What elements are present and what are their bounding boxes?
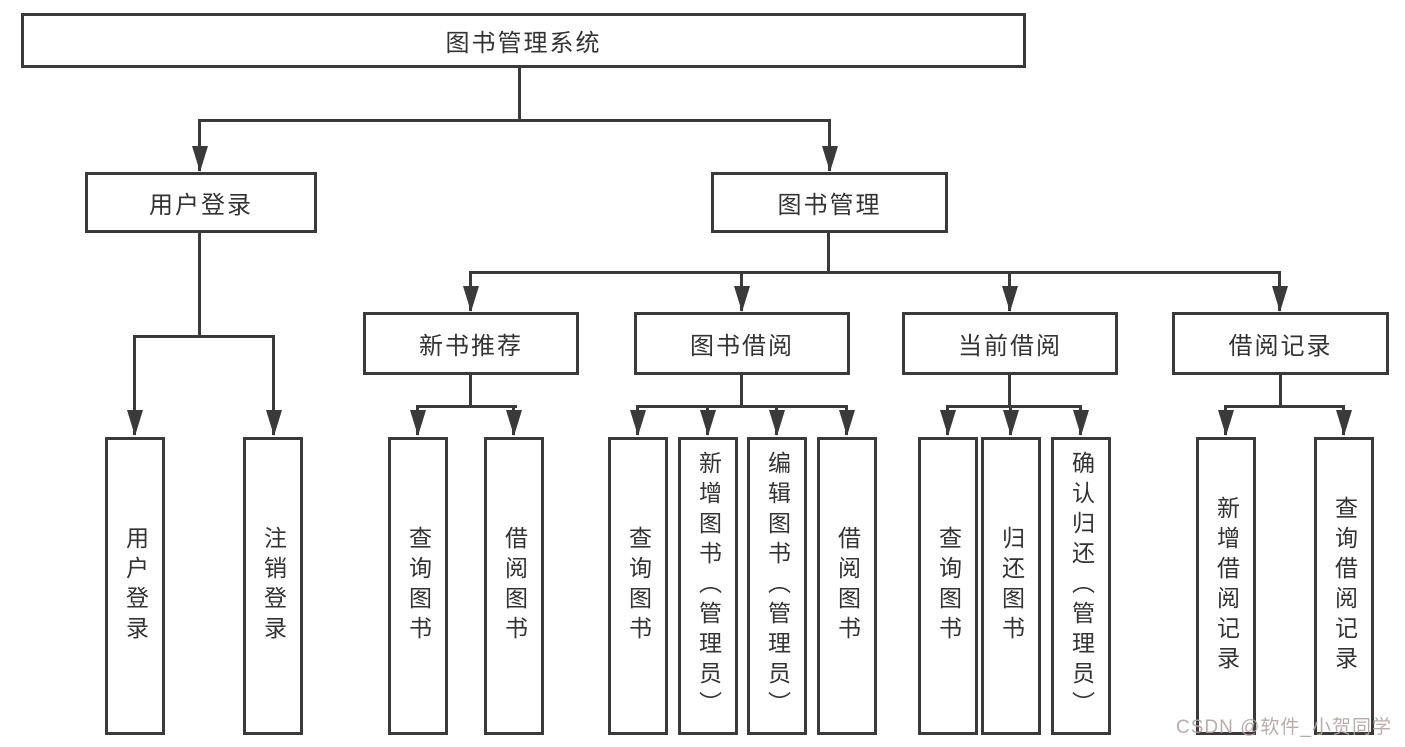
node-new-book-recommend: 新书推荐 — [363, 312, 579, 375]
leaf-logout: 注销登录 — [243, 437, 303, 735]
leaf-confirm-return-admin: 确认归还（管理员） — [1051, 437, 1111, 735]
connector-stub — [1008, 374, 1011, 406]
arrow-down-icon — [940, 410, 956, 436]
arrow-down-icon — [1336, 410, 1352, 436]
connector-book-mgmt-stub — [827, 232, 830, 273]
leaf-add-borrow-record-label: 新增借阅记录 — [1213, 496, 1240, 676]
arrow-down-icon — [1218, 410, 1234, 436]
node-borrow-records-label: 借阅记录 — [1228, 333, 1333, 360]
arrow-down-icon — [700, 410, 716, 436]
connector-hline — [1224, 405, 1345, 408]
leaf-query-book-current: 查询图书 — [918, 437, 978, 735]
node-book-management: 图书管理 — [711, 172, 948, 233]
leaf-borrow-book-recommend: 借阅图书 — [484, 437, 544, 735]
arrow-down-icon — [734, 286, 750, 312]
leaf-edit-book-admin: 编辑图书（管理员） — [747, 437, 807, 735]
arrow-down-icon — [463, 286, 479, 312]
leaf-borrow-book-label: 借阅图书 — [834, 526, 861, 646]
leaf-user-login-label: 用户登录 — [122, 526, 149, 646]
arrow-down-icon — [1003, 410, 1019, 436]
leaf-return-book: 归还图书 — [981, 437, 1041, 735]
leaf-return-book-label: 归还图书 — [998, 526, 1025, 646]
node-root: 图书管理系统 — [21, 13, 1026, 68]
leaf-query-book-label: 查询图书 — [625, 526, 652, 646]
leaf-query-book-borrow: 查询图书 — [608, 437, 668, 735]
connector-leaf-drop — [133, 335, 136, 435]
node-user-login-label: 用户登录 — [149, 192, 253, 219]
arrow-down-icon — [506, 410, 522, 436]
leaf-confirm-return-label: 确认归还（管理员） — [1068, 451, 1095, 721]
connector-root-hline — [198, 119, 831, 122]
leaf-logout-label: 注销登录 — [260, 526, 287, 646]
connector-book-mgmt-drop — [828, 119, 831, 171]
connector-leaf-drop — [272, 335, 275, 435]
leaf-add-book-admin: 新增图书（管理员） — [678, 437, 738, 735]
leaf-user-login: 用户登录 — [105, 437, 165, 735]
watermark: CSDN @软件_小贺同学 — [1176, 717, 1392, 738]
arrow-down-icon — [1002, 286, 1018, 312]
leaf-query-book-label: 查询图书 — [935, 526, 962, 646]
connector-stub — [1279, 374, 1282, 406]
connector-root-vline — [518, 66, 521, 120]
leaf-add-borrow-record: 新增借阅记录 — [1196, 437, 1256, 735]
node-user-login: 用户登录 — [85, 172, 317, 233]
arrow-down-icon — [1073, 410, 1089, 436]
leaf-borrow-book-label: 借阅图书 — [501, 526, 528, 646]
leaf-borrow-book: 借阅图书 — [817, 437, 877, 735]
node-root-label: 图书管理系统 — [445, 30, 602, 57]
connector-stub — [740, 374, 743, 406]
connector-hline — [416, 405, 517, 408]
leaf-edit-book-label: 编辑图书（管理员） — [764, 451, 791, 721]
node-book-management-label: 图书管理 — [777, 192, 882, 219]
connector-user-login-hline — [133, 335, 275, 338]
leaf-query-borrow-record: 查询借阅记录 — [1314, 437, 1374, 735]
connector-hline — [946, 405, 1082, 408]
node-book-borrow: 图书借阅 — [634, 312, 850, 375]
leaf-query-book-recommend: 查询图书 — [388, 437, 448, 735]
arrow-down-icon — [192, 146, 208, 172]
arrow-down-icon — [630, 410, 646, 436]
connector-user-login-stub — [198, 232, 201, 336]
arrow-down-icon — [769, 410, 785, 436]
node-book-borrow-label: 图书借阅 — [690, 333, 794, 360]
node-borrow-records: 借阅记录 — [1172, 312, 1389, 375]
connector-user-login-drop — [198, 119, 201, 171]
connector-stub — [469, 374, 472, 406]
node-current-borrow: 当前借阅 — [902, 312, 1118, 375]
arrow-down-icon — [266, 410, 282, 436]
arrow-down-icon — [1272, 286, 1288, 312]
node-new-book-recommend-label: 新书推荐 — [419, 333, 523, 360]
arrow-down-icon — [410, 410, 426, 436]
connector-hline — [636, 405, 848, 408]
leaf-query-book-label: 查询图书 — [405, 526, 432, 646]
leaf-add-book-label: 新增图书（管理员） — [695, 451, 722, 721]
arrow-down-icon — [127, 410, 143, 436]
leaf-query-borrow-record-label: 查询借阅记录 — [1331, 496, 1358, 676]
arrow-down-icon — [839, 410, 855, 436]
arrow-down-icon — [822, 146, 838, 172]
connector-book-mgmt-hline — [469, 271, 1281, 274]
node-current-borrow-label: 当前借阅 — [958, 333, 1062, 360]
